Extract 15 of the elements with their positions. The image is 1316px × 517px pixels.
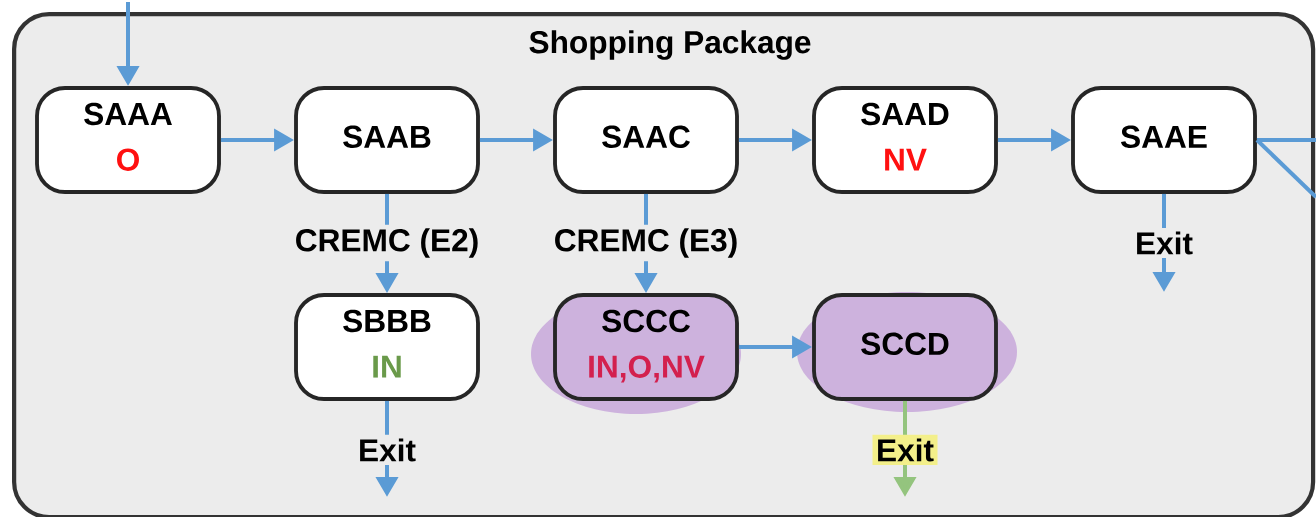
edge-label: CREMC (E3) [550,224,742,262]
edge-label: Exit [354,434,420,466]
process-box: SCCD [812,293,998,401]
process-box: SAAA O [35,86,221,194]
process-box: SAAC [553,86,739,194]
process-box: SAAE [1071,86,1257,194]
process-box: SAAB [294,86,480,194]
edge-label: Exit [1131,227,1197,259]
process-box: SCCC IN,O,NV [553,293,739,401]
edge-label: CREMC (E2) [291,224,483,262]
line [1256,138,1316,142]
line [1255,138,1316,199]
process-box: SBBB IN [294,293,480,401]
edge-label: Exit [872,434,938,466]
process-box: SAAD NV [812,86,998,194]
